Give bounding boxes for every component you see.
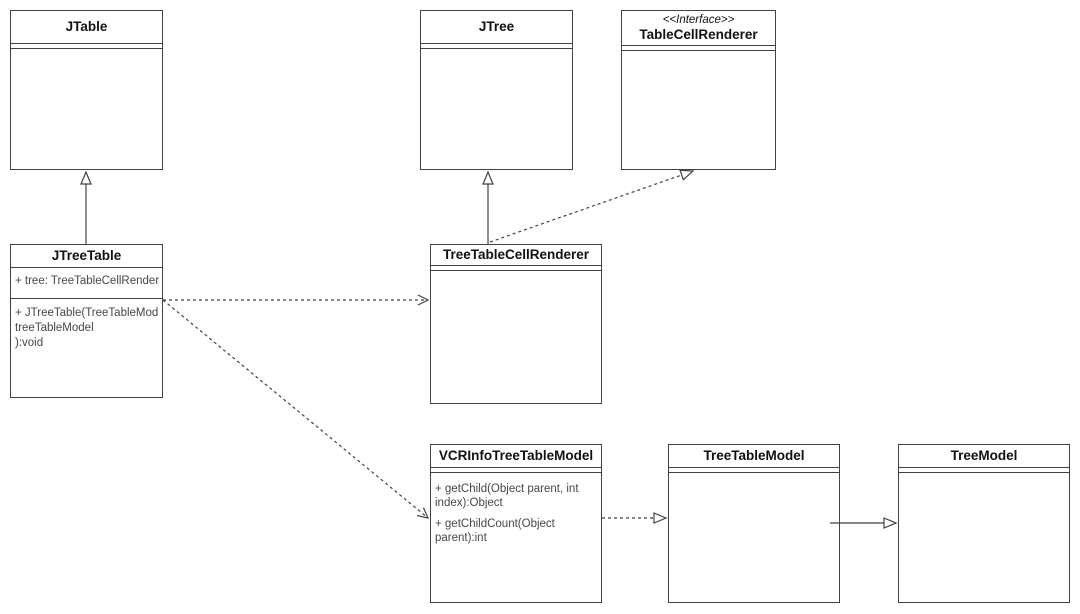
method-getchildcount: + getChildCount(Object parent):int [435, 518, 555, 544]
edge-treetablecellrenderer-realizes-tablecellrenderer [489, 169, 695, 243]
class-title: TreeTableModel [669, 445, 839, 468]
attribute-compartment-empty [899, 468, 1069, 473]
class-name: TreeTableCellRenderer [442, 247, 590, 262]
class-title: TreeTableCellRenderer [431, 245, 601, 266]
class-vcrinfotreetablemodel: VCRInfoTreeTableModel + getChild(Object … [430, 444, 602, 603]
class-jtree: JTree [420, 10, 573, 170]
method-compartment-empty [622, 51, 775, 57]
class-title: JTree [421, 11, 572, 44]
class-name: JTable [65, 19, 108, 34]
method-compartment-empty [431, 271, 601, 277]
class-tablecellrenderer: <<Interface>> TableCellRenderer [621, 10, 776, 170]
attribute-compartment-empty [669, 468, 839, 473]
class-jtable: JTable [10, 10, 163, 170]
attribute-compartment: + tree: TreeTableCellRender [11, 268, 162, 299]
method-compartment-empty [669, 473, 839, 479]
attribute-compartment-empty [431, 266, 601, 271]
method-compartment-empty [11, 49, 162, 55]
method-compartment: + getChild(Object parent, int index):Obj… [431, 473, 601, 545]
attribute-compartment-empty [421, 44, 572, 49]
method-compartment-empty [899, 473, 1069, 479]
class-treetablemodel: TreeTableModel [668, 444, 840, 603]
class-title: <<Interface>> TableCellRenderer [622, 11, 775, 46]
class-jtreetable: JTreeTable + tree: TreeTableCellRender +… [10, 244, 163, 398]
class-title: TreeModel [899, 445, 1069, 468]
stereotype-label: <<Interface>> [662, 13, 735, 26]
method-getchild: + getChild(Object parent, int index):Obj… [435, 483, 579, 509]
class-title: VCRInfoTreeTableModel [431, 445, 601, 468]
edge-jtreetable-depends-vcrinfotreetablemodel [162, 299, 430, 519]
class-title: JTreeTable [11, 245, 162, 268]
attribute-compartment-empty [431, 468, 601, 473]
class-name: JTreeTable [51, 248, 122, 263]
class-treemodel: TreeModel [898, 444, 1070, 603]
class-name: VCRInfoTreeTableModel [438, 448, 594, 463]
class-name: JTree [478, 19, 515, 34]
class-name: TreeTableModel [703, 448, 805, 463]
class-title: JTable [11, 11, 162, 44]
attribute-tree: + tree: TreeTableCellRender [15, 275, 160, 287]
method-compartment-empty [421, 49, 572, 55]
method-compartment: + JTreeTable(TreeTableMod treeTableModel… [11, 299, 162, 351]
attribute-compartment-empty [11, 44, 162, 49]
method-jtreetable-constructor: + JTreeTable(TreeTableMod treeTableModel… [15, 307, 159, 349]
class-name: TableCellRenderer [639, 26, 758, 42]
class-name: TreeModel [950, 448, 1018, 463]
attribute-compartment-empty [622, 46, 775, 51]
class-treetablecellrenderer: TreeTableCellRenderer [430, 244, 602, 404]
